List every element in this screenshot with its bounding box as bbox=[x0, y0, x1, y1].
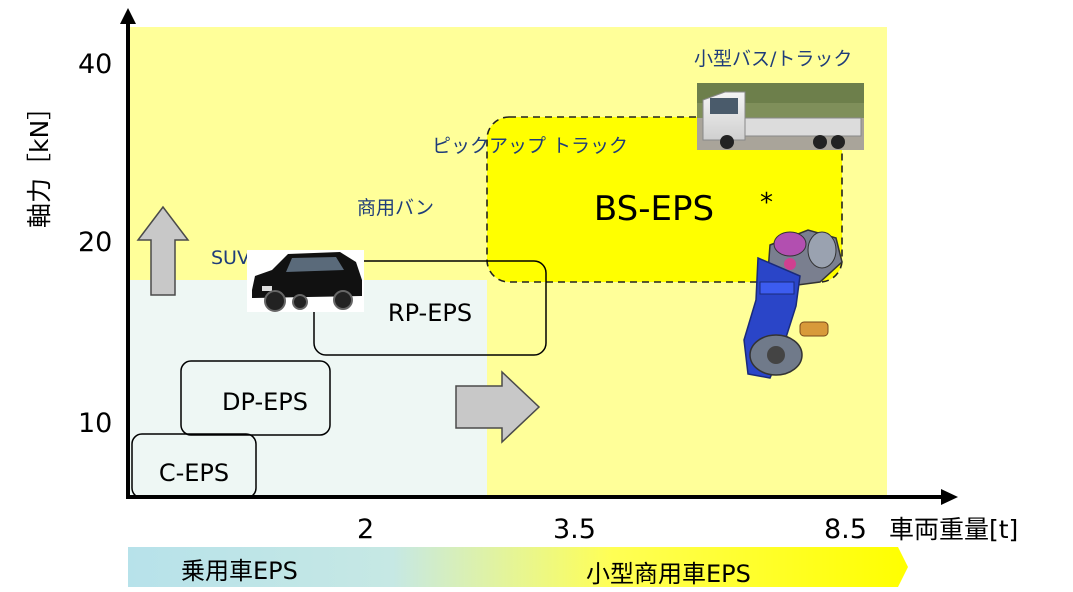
dp-eps-box bbox=[180, 360, 331, 436]
right-arrow-icon bbox=[455, 370, 541, 444]
x-tick-3-5: 3.5 bbox=[553, 514, 596, 545]
rp-eps-label: RP-EPS bbox=[388, 299, 472, 327]
footer-banner bbox=[128, 547, 908, 587]
y-axis-arrowhead bbox=[120, 8, 136, 24]
x-axis-arrowhead bbox=[941, 489, 958, 505]
suv-label: SUV bbox=[211, 247, 250, 269]
y-tick-40: 40 bbox=[78, 49, 112, 80]
van-label: 商用バン bbox=[357, 197, 434, 219]
bs-eps-label: BS-EPS bbox=[594, 189, 714, 229]
bs-eps-asterisk: * bbox=[760, 188, 773, 218]
suv-image bbox=[247, 250, 364, 312]
c-eps-label: C-EPS bbox=[159, 459, 229, 487]
dp-eps-label: DP-EPS bbox=[222, 388, 308, 416]
truck-image bbox=[697, 83, 864, 150]
footer-commercial-label: 小型商用車EPS bbox=[586, 560, 751, 588]
y-axis-label: 軸力［kN］ bbox=[25, 95, 54, 228]
y-tick-20: 20 bbox=[78, 227, 112, 258]
x-axis-label: 車両重量[t] bbox=[889, 515, 1018, 544]
x-tick-2: 2 bbox=[357, 514, 374, 545]
bs-eps-gear-image bbox=[743, 229, 843, 379]
y-tick-10: 10 bbox=[78, 408, 112, 439]
x-tick-8-5: 8.5 bbox=[824, 514, 867, 545]
small-bus-truck-label: 小型バス/トラック bbox=[694, 48, 852, 70]
footer-passenger-label: 乗用車EPS bbox=[181, 557, 298, 585]
bs-eps-region bbox=[486, 116, 843, 283]
passenger-zone bbox=[130, 280, 487, 497]
up-arrow-icon bbox=[136, 205, 190, 296]
pickup-label: ピックアップ トラック bbox=[432, 135, 628, 157]
c-eps-box bbox=[131, 433, 257, 499]
